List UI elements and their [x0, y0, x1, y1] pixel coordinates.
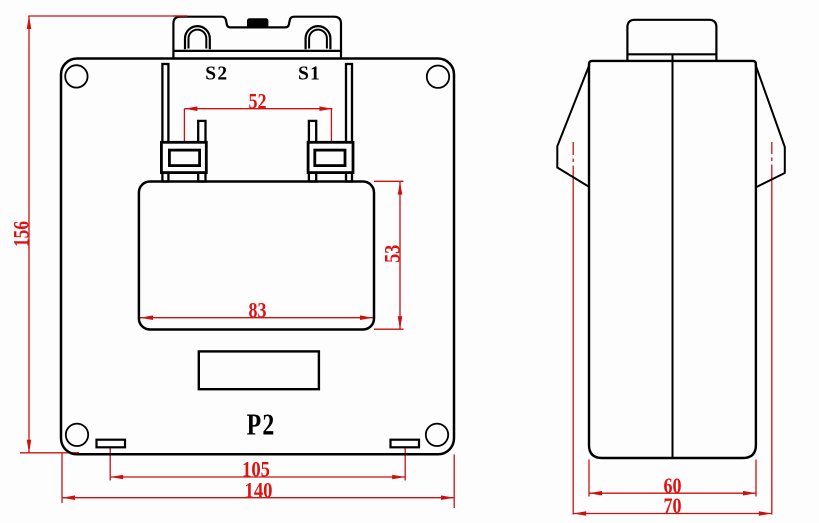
svg-text:105: 105	[242, 457, 270, 482]
svg-text:70: 70	[664, 493, 682, 518]
svg-text:156: 156	[9, 221, 34, 247]
svg-text:P2: P2	[247, 408, 276, 441]
svg-text:60: 60	[664, 473, 682, 498]
svg-text:52: 52	[249, 88, 267, 113]
svg-text:53: 53	[380, 245, 405, 263]
svg-text:S1: S1	[298, 63, 321, 84]
svg-text:S2: S2	[205, 63, 228, 84]
svg-text:140: 140	[245, 477, 273, 502]
svg-text:83: 83	[249, 297, 267, 322]
